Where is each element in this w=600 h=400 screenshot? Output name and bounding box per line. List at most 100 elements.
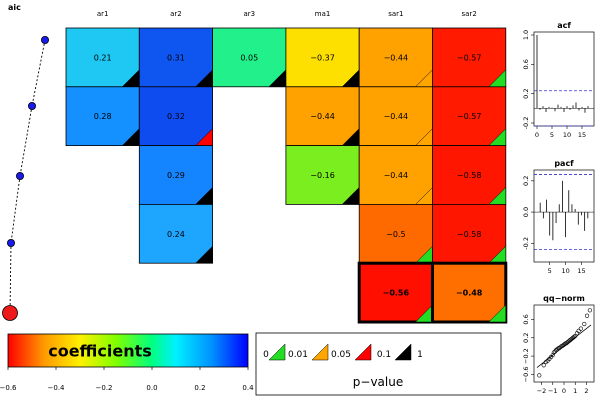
pvalue-break-label: 1 xyxy=(417,350,423,360)
cell-r1-ar3: 0.05 xyxy=(212,27,287,88)
cell-background xyxy=(65,86,140,147)
cell-value: 0.21 xyxy=(94,53,112,62)
cell-r2-sar2: −0.57 xyxy=(432,86,507,147)
y-tick-label: 0.2 xyxy=(522,88,530,98)
pvalue-marker xyxy=(194,245,213,264)
aic-connector xyxy=(19,105,33,177)
cell-background xyxy=(432,145,507,205)
cell-value: −0.44 xyxy=(384,171,409,180)
y-tick-label: 0.2 xyxy=(522,176,530,186)
cell-value: −0.5 xyxy=(386,230,405,239)
y-tick-label: 0.6 xyxy=(522,314,530,324)
cell-value: −0.48 xyxy=(456,289,483,298)
cell-r5-sar1: −0.56 xyxy=(357,261,435,324)
cell-r3-sar1: −0.44 xyxy=(358,145,433,205)
cell-value: 0.05 xyxy=(240,53,258,62)
cell-value: −0.44 xyxy=(384,53,409,62)
qq-point xyxy=(555,347,560,352)
column-header-ar3: ar3 xyxy=(243,10,255,18)
cell-r1-sar2: −0.57 xyxy=(432,27,507,88)
coefficient-grid: 0.21 0.31 0.05 −0.37 −0.44 −0.57 0.28 0.32 −0.44… xyxy=(65,27,508,324)
colorbar-tick-label: 0.4 xyxy=(242,384,254,392)
column-header-ar2: ar2 xyxy=(170,10,182,18)
column-header-sar1: sar1 xyxy=(388,10,403,18)
aic-connector xyxy=(31,39,46,107)
colorbar-tick-label: −0.2 xyxy=(96,384,113,392)
aic-point xyxy=(15,171,24,180)
cell-r2-ar1: 0.28 xyxy=(65,86,140,147)
pvalue-swatch-red xyxy=(354,343,372,361)
pvalue-legend-title: p−value xyxy=(353,375,403,389)
cell-value: −0.58 xyxy=(457,171,482,180)
cell-value: 0.24 xyxy=(167,230,185,239)
colorbar-bar xyxy=(7,333,249,368)
cell-background xyxy=(431,261,508,324)
cell-background xyxy=(358,27,433,88)
qq-point xyxy=(587,308,592,313)
qq-point xyxy=(584,313,590,318)
cell-background xyxy=(285,86,360,147)
colorbar-tick-label: 0.2 xyxy=(194,384,205,392)
cell-r3-sar2: −0.58 xyxy=(432,145,507,205)
qqnorm-title: qq−norm xyxy=(543,294,585,303)
pvalue-swatch-orange xyxy=(311,343,329,361)
pvalue-swatch-black xyxy=(394,343,412,361)
cell-r1-ar1: 0.21 xyxy=(65,27,140,88)
y-tick-label: 0.0 xyxy=(522,207,530,217)
cell-r2-ar2: 0.32 xyxy=(138,86,214,147)
cell-r4-sar2: −0.58 xyxy=(432,203,507,264)
x-tick-label: 15 xyxy=(577,267,585,275)
qq-point xyxy=(561,342,567,347)
qq-point xyxy=(576,328,581,334)
pvalue-break-label: 0 xyxy=(263,350,269,360)
acf-title: acf xyxy=(557,21,571,30)
cell-r2-ma1: −0.44 xyxy=(285,86,360,147)
y-tick-label: 0.6 xyxy=(522,59,530,69)
x-tick-label: −2 xyxy=(537,387,547,395)
aic-path xyxy=(2,36,50,321)
cell-value: 0.32 xyxy=(167,112,185,121)
qq-point xyxy=(578,326,583,331)
cell-r4-sar1: −0.5 xyxy=(358,203,433,264)
qq-point xyxy=(541,363,546,368)
cell-r3-ar2: 0.29 xyxy=(138,145,214,205)
qq-point xyxy=(572,334,577,339)
cell-value: −0.37 xyxy=(310,53,335,62)
pvalue-break-label: 0.01 xyxy=(288,350,308,360)
qqnorm-frame xyxy=(533,304,595,383)
cell-background xyxy=(358,203,433,264)
x-tick-label: 10 xyxy=(563,131,571,139)
y-tick-label: −0.2 xyxy=(522,348,530,364)
aic-label: aic xyxy=(8,3,21,12)
pvalue-break-label: 0.05 xyxy=(331,350,351,360)
x-tick-label: 5 xyxy=(548,267,552,275)
pacf-title: pacf xyxy=(554,159,574,168)
colorbar-label: coefficients xyxy=(48,342,152,361)
y-tick-label: 1.0 xyxy=(522,30,530,40)
pvalue-marker xyxy=(488,304,507,323)
qq-point xyxy=(550,353,555,358)
aic-point xyxy=(7,238,15,247)
pacf-frame xyxy=(533,169,595,263)
y-tick-label: -0.2 xyxy=(522,237,530,250)
cell-value: 0.28 xyxy=(94,112,112,121)
cell-r5-sar2: −0.48 xyxy=(431,261,508,324)
colorbar-tick-label: −0.6 xyxy=(0,384,17,392)
cell-value: −0.44 xyxy=(310,112,335,121)
pvalue-legend-box xyxy=(255,332,502,396)
colorbar-tick-label: −0.4 xyxy=(48,384,66,392)
cell-value: 0.29 xyxy=(167,171,185,180)
x-tick-label: 0 xyxy=(535,131,539,139)
cell-value: −0.57 xyxy=(457,112,482,121)
y-tick-label: 0.2 xyxy=(522,333,530,343)
cell-value: 0.31 xyxy=(167,53,185,62)
cell-background xyxy=(358,145,433,205)
cell-background xyxy=(138,145,214,205)
x-tick-label: 0 xyxy=(562,387,566,395)
cell-r1-sar1: −0.44 xyxy=(358,27,433,88)
